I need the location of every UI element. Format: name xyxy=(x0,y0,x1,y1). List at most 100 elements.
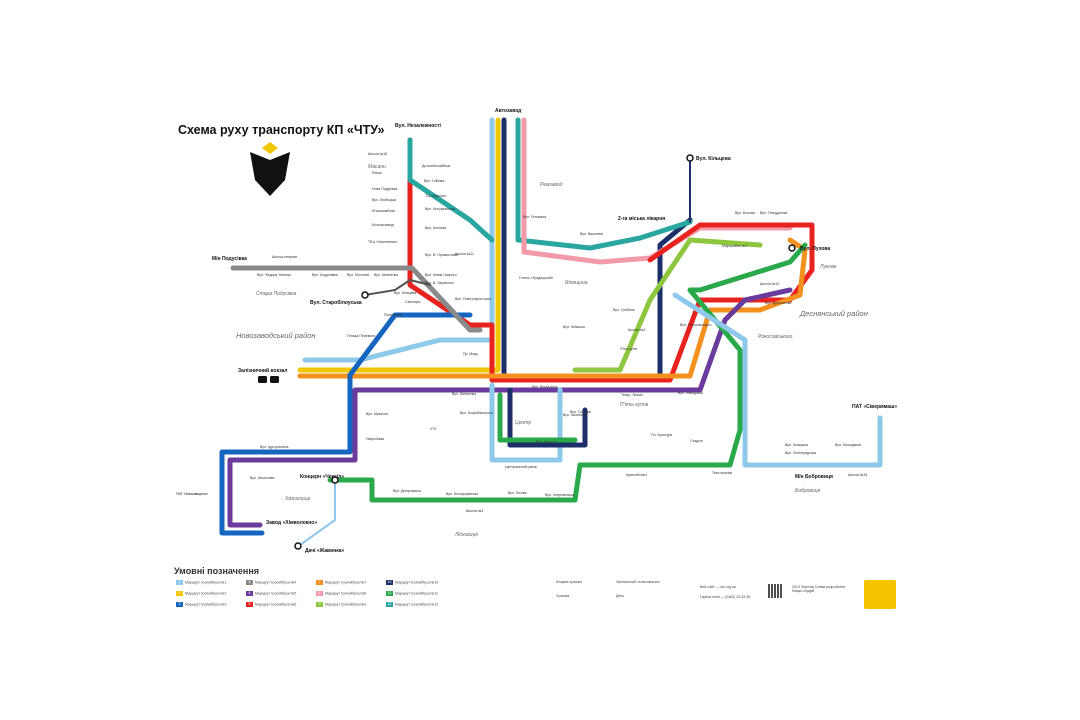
route-line-lightgreen xyxy=(572,237,763,373)
legend-route-swatch: 2 xyxy=(176,591,183,596)
stop-label-shkola15: Школа №15 xyxy=(368,152,387,156)
legend-route-swatch: 9 xyxy=(316,602,323,607)
stop-label-fedora: Вул. Федора Уманця xyxy=(257,273,291,277)
stop-label-chervonoarmiiska: Вул. Шевченка xyxy=(452,392,476,396)
stop-label-tsvitochna: Вул. Шолохова xyxy=(250,476,274,480)
route-lines xyxy=(219,117,883,546)
stop-label-tets: ТЕЦ «Чернігівгаз» xyxy=(368,240,398,244)
legend-route-swatch: 10 xyxy=(386,580,393,585)
stop-label-shkola11: Школа №11 xyxy=(455,252,474,256)
legend-route-label: Маршрут тролейбуса №4 xyxy=(255,580,297,585)
terminal-marker-pukhova xyxy=(788,244,796,252)
route-line-center xyxy=(489,382,563,463)
district-masany: Масани xyxy=(368,164,386,170)
stop-label-zavodska: Вул. Заводська xyxy=(678,391,703,395)
qr-code-icon xyxy=(768,584,782,598)
district-tsentr: Центр xyxy=(515,420,531,426)
stop-label-kursk2: Вул. Ідустріальна xyxy=(260,445,289,449)
legend-route-label: Маршрут тролейбуса №11 xyxy=(395,591,438,596)
stop-label-mostova: Вул. Мостова xyxy=(347,273,369,277)
route-line-pink-trunk xyxy=(521,117,793,265)
route-line-darkgray xyxy=(364,279,431,296)
terminal-labels: Вул. Незалежності Автозавод Вул. Кільцев… xyxy=(176,108,897,554)
stop-label-mkombinat: М'ясокомбінат xyxy=(372,209,396,213)
legend-route-label: Маршрут тролейбуса №7 xyxy=(325,580,367,585)
terminal-label-vokzal: Залізничний вокзал xyxy=(238,367,287,374)
stop-label-kiltseva-stop: Вул. Кільцева xyxy=(394,291,416,295)
railway-icon xyxy=(258,376,267,383)
terminal-label-podusivka: М/н Подусівка xyxy=(212,256,247,262)
district-bobrovytsia: Бобровиця xyxy=(795,488,821,494)
district-lisovyi: Лісковиця xyxy=(454,532,478,538)
stop-label-internatska: Вул. Інтернатська xyxy=(545,493,574,497)
route-line-gray xyxy=(230,265,483,333)
stop-label-promyslova: Вул. В. Промислова xyxy=(425,253,458,257)
stop-label-mikroraion7: Мікрорайон №7 xyxy=(722,244,748,248)
stop-label-kalynova: Вул. Калинова xyxy=(563,413,587,417)
district-lukova: Лукове xyxy=(819,264,837,270)
route-line-center-green xyxy=(497,392,578,443)
stop-label-sanitariya: Санітарія xyxy=(405,300,420,304)
stop-label-chervona: Вул. В. Червоного xyxy=(425,281,454,285)
stop-label-shkola4: Школа №4 xyxy=(466,509,483,513)
route-line-purple xyxy=(227,287,793,528)
stop-label-naftobaza: Нафтобаза xyxy=(366,437,384,441)
stop-label-stadion: Стадіон xyxy=(690,439,703,443)
terminal-marker-zhavynka xyxy=(294,542,302,550)
stop-label-detskyi: Дитячий комбінат xyxy=(422,164,451,168)
legend-route-swatch: 8 xyxy=(316,591,323,596)
stop-label-kolosok: Вул. Колоска xyxy=(425,226,446,230)
legend-route-label: Маршрут тролейбуса №1 xyxy=(185,580,227,585)
legend-phone: Гаряча лінія — (0462) 23-33-35 xyxy=(700,595,751,599)
legend-symbol-stop: Зупинка xyxy=(556,594,570,598)
terminal-label-chexil: Концерн «Чексіл» xyxy=(300,474,344,480)
terminal-marker-chexil xyxy=(331,476,339,484)
legend-route-label: Маршрут тролейбуса №9 xyxy=(325,602,367,607)
stop-label-chtk: ЧТК xyxy=(430,427,437,431)
stop-label-hetmana: Вул. Гетьмана xyxy=(523,215,546,219)
legend-symbol-railway: Залізничний та автовокзал xyxy=(616,580,660,584)
stop-label-tekstylnyk: Текстильник xyxy=(712,471,733,475)
stop-label-shevchenka: Вул. Шевченка xyxy=(374,273,398,277)
stop-label-povitrofl: Вул. Повітрофлотська xyxy=(455,297,491,301)
stop-label-shkola-muz: Вул. Музична xyxy=(366,412,388,416)
legend-route-label: Маршрут тролейбуса №3 xyxy=(185,602,227,607)
legend-route-label: Маршрут тролейбуса №6 xyxy=(255,602,297,607)
stop-label-popudrenka: Вул. Попудренка xyxy=(760,211,787,215)
stop-label-kordon: Вул. Кордонівка xyxy=(312,273,338,277)
page-title: Схема руху транспорту КП «ЧТУ» xyxy=(178,123,385,137)
stop-label-shkola3: Школа №3 xyxy=(628,328,645,332)
legend-route-label: Маршрут тролейбуса №2 xyxy=(185,591,227,596)
district-novozavodskyi: Новозаводський район xyxy=(236,331,316,340)
terminal-marker-starobilouska xyxy=(361,291,369,299)
stop-label-kurska: Вул. Курська xyxy=(536,440,557,444)
stop-label-piat-kutiv: П'ять кутів xyxy=(620,347,637,351)
stop-label-vokzalna: Вул. Вокзальна xyxy=(532,385,557,389)
legend-route-label: Маршрут тролейбуса №12 xyxy=(395,602,439,607)
route-line-teal-upper xyxy=(407,137,495,243)
route-line-green xyxy=(327,242,808,503)
legend-route-swatch: 6 xyxy=(246,602,253,607)
route-line-lightblue-right xyxy=(672,292,883,468)
stop-label-kozatska: Вул. Козацька xyxy=(785,443,808,447)
terminal-marker-kiltseva xyxy=(686,154,694,162)
terminal-label-sivermash: ПАТ «Сіверммаш» xyxy=(852,404,897,410)
stop-label-kotsiubynskoho: Вул. Коцюбинського xyxy=(460,411,493,415)
route-line-blue xyxy=(219,312,473,536)
stop-label-ploshcha-myru: Пр. Миру xyxy=(463,352,478,356)
route-line-center-dark xyxy=(507,387,588,448)
terminal-label-pukhova: Вул. Пухова xyxy=(800,246,830,252)
stop-label-kyivska: Вул. Київська xyxy=(563,325,585,329)
stop-label-krasnyi-mist: Красний міст xyxy=(626,473,647,477)
stop-label-astrakhanska: Вул. Астраханська xyxy=(425,207,455,211)
route-line-orange xyxy=(297,237,808,379)
stop-label-hradetskyi: Готель «Градецький» xyxy=(519,276,554,280)
